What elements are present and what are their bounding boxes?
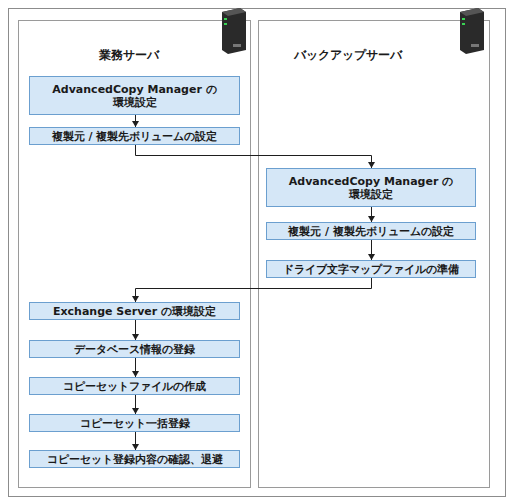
step-label: コピーセットファイルの作成 [63,380,206,393]
arrow-line [136,278,372,302]
arrow-head [368,216,375,222]
flow-arrow [368,207,375,222]
process-box: ドライブ文字マップファイルの準備 [266,260,476,278]
flow-arrow [136,145,376,168]
arrow-line [135,395,136,414]
arrow-head [132,444,139,450]
process-box: 複製元 / 複製先ボリュームの設定 [29,127,240,145]
arrow-line [371,207,372,222]
arrow-head [132,408,139,414]
server-panel: 業務サーバ AdvancedCopy Manager の 環境設定複製元 / 複製… [18,20,251,488]
flow-arrow [132,115,139,127]
arrow-head [132,296,139,302]
step-label: ドライブ文字マップファイルの準備 [283,263,459,276]
process-box: コピーセットファイルの作成 [29,377,240,395]
flow-arrow [132,320,139,340]
step-label: コピーセット一括登録 [80,417,190,430]
step-label: AdvancedCopy Manager の 環境設定 [285,175,457,201]
arrow-line [136,145,372,168]
server-panel: バックアップサーバ AdvancedCopy Manager の 環境設定複製元 … [258,20,490,488]
flow-arrow [368,240,375,260]
arrow-head [132,121,139,127]
process-box: コピーセット登録内容の確認、退避 [29,450,240,468]
step-label: AdvancedCopy Manager の 環境設定 [49,83,221,109]
arrow-line [135,115,136,127]
flow-arrow [132,358,139,377]
arrow-line [135,320,136,340]
server-icon [222,8,246,54]
flow-arrow [132,432,139,450]
arrow-head [132,334,139,340]
process-box: コピーセット一括登録 [29,414,240,432]
process-box: Exchange Server の環境設定 [29,302,240,320]
step-label: コピーセット登録内容の確認、退避 [47,453,223,466]
process-box: 複製元 / 複製先ボリュームの設定 [266,222,476,240]
panel-heading: バックアップサーバ [273,47,423,64]
outer-frame [9,9,506,497]
process-box: データベース情報の登録 [29,340,240,358]
flow-arrow [132,278,372,302]
step-label: 複製元 / 複製先ボリュームの設定 [52,130,218,143]
process-box: AdvancedCopy Manager の 環境設定 [29,76,240,115]
arrow-line [135,432,136,450]
arrow-head [132,371,139,377]
arrow-line [371,240,372,260]
server-icon [460,8,484,54]
arrow-line [135,358,136,377]
process-box: AdvancedCopy Manager の 環境設定 [266,168,476,207]
step-label: データベース情報の登録 [74,343,195,356]
arrow-head [368,162,375,168]
step-label: Exchange Server の環境設定 [53,305,216,318]
arrow-head [368,254,375,260]
panel-heading: 業務サーバ [59,47,199,64]
flow-arrow [132,395,139,414]
step-label: 複製元 / 複製先ボリュームの設定 [288,225,454,238]
